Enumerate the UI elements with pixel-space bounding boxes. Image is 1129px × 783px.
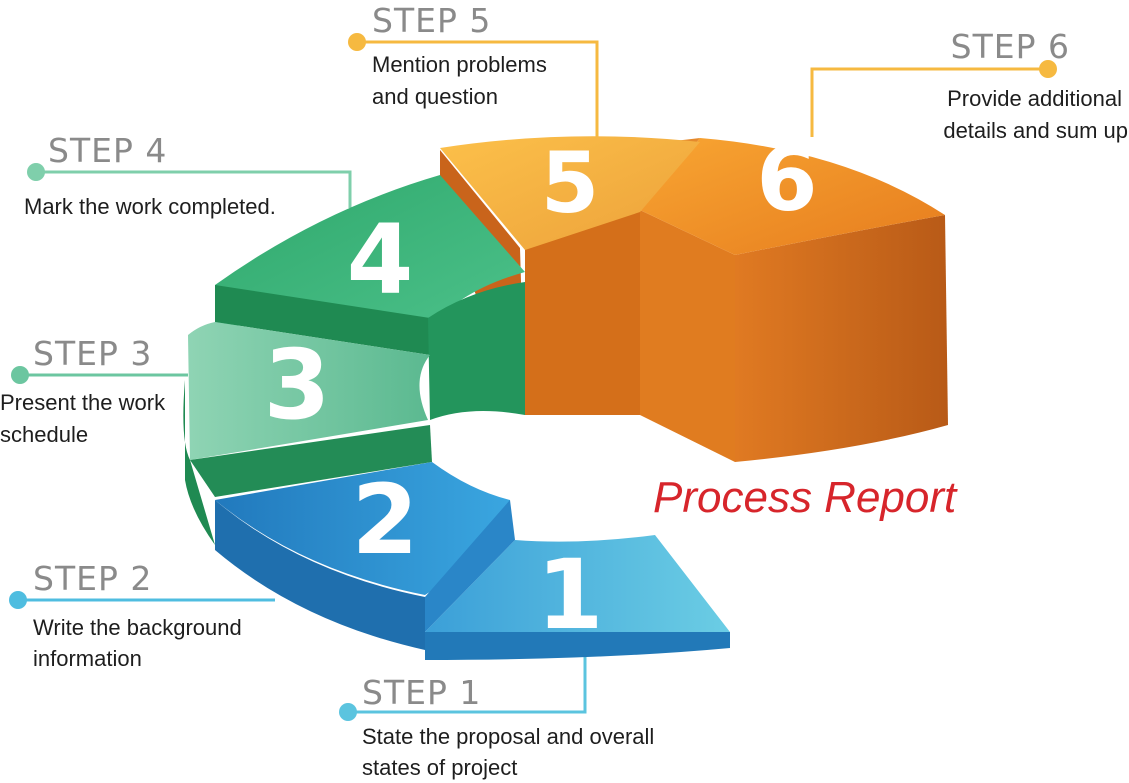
connector-step-6 xyxy=(810,67,1048,137)
step-4-desc-line-1: Mark the work completed. xyxy=(24,194,276,219)
connector-step-4 xyxy=(36,170,352,208)
segment-numbers: 1 2 3 4 5 6 xyxy=(264,128,818,651)
connector-dot-step-6 xyxy=(1039,60,1057,78)
segment-step-4 xyxy=(215,175,525,420)
step-2-desc-line-2: information xyxy=(33,646,142,671)
connector-dot-step-5 xyxy=(348,33,366,51)
connectors xyxy=(9,33,1057,721)
step-5-title: STEP 5 xyxy=(372,1,491,40)
ring xyxy=(183,136,948,660)
segment-number-1: 1 xyxy=(537,539,604,651)
segment-number-5: 5 xyxy=(541,134,599,232)
step-4-title: STEP 4 xyxy=(48,131,167,170)
step-3-desc-line-1: Present the work xyxy=(0,390,166,415)
step-5-label: STEP 5 Mention problems and question xyxy=(372,1,547,109)
step-3-label: STEP 3 Present the work schedule xyxy=(0,334,166,447)
step-5-desc-line-2: and question xyxy=(372,84,498,109)
step-1-desc-line-2: states of project xyxy=(362,755,517,780)
connector-dot-step-2 xyxy=(9,591,27,609)
segment-number-6: 6 xyxy=(756,128,817,231)
step-6-desc-line-1: Provide additional xyxy=(947,86,1122,111)
segment-step-2 xyxy=(215,462,510,650)
connector-dot-step-1 xyxy=(339,703,357,721)
step-3-title: STEP 3 xyxy=(33,334,152,373)
step-2-label: STEP 2 Write the background information xyxy=(33,559,242,671)
connector-step-5 xyxy=(357,40,599,138)
connector-dot-step-3 xyxy=(11,366,29,384)
step-1-desc-line-1: State the proposal and overall xyxy=(362,724,654,749)
step-1-label: STEP 1 State the proposal and overall st… xyxy=(362,673,654,780)
step-6-label: STEP 6 Provide additional details and su… xyxy=(943,27,1128,143)
step-1-title: STEP 1 xyxy=(362,673,481,712)
segment-step-3 xyxy=(183,322,432,545)
step-5-desc-line-1: Mention problems xyxy=(372,52,547,77)
segment-number-3: 3 xyxy=(264,329,331,441)
step-6-title: STEP 6 xyxy=(951,27,1070,66)
step-3-desc-line-2: schedule xyxy=(0,422,88,447)
step-4-label: STEP 4 Mark the work completed. xyxy=(24,131,276,219)
step-2-title: STEP 2 xyxy=(33,559,152,598)
diagram-title: Process Report xyxy=(653,473,958,522)
step-6-desc-line-2: details and sum up xyxy=(943,118,1128,143)
connector-step-1 xyxy=(348,648,587,714)
connector-dot-step-4 xyxy=(27,163,45,181)
step-2-desc-line-1: Write the background xyxy=(33,615,242,640)
segment-step-1 xyxy=(425,500,730,660)
segment-number-2: 2 xyxy=(352,464,419,576)
segment-number-4: 4 xyxy=(347,204,414,316)
